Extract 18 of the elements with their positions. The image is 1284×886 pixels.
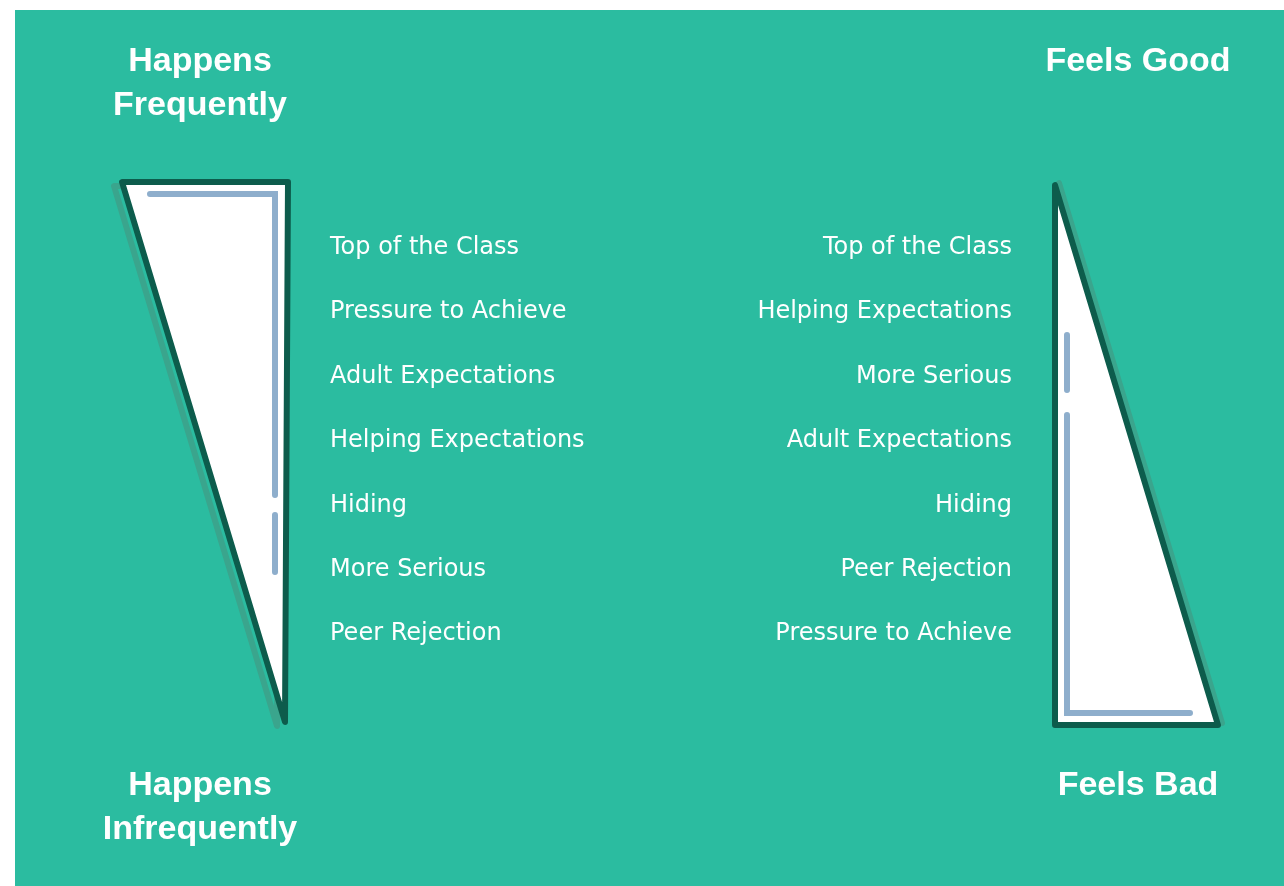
- list-item-text: Peer Rejection: [330, 617, 502, 649]
- list-item-text: Pressure to Achieve: [775, 617, 1012, 649]
- list-item-text: Adult Expectations: [786, 424, 1012, 456]
- list-item-text: Top of the Class: [822, 231, 1012, 262]
- list-item-text: More Serious: [330, 553, 487, 584]
- list-item-text: Helping Expectations: [757, 295, 1012, 327]
- list-item-text: Peer Rejection: [840, 553, 1012, 584]
- scale-heading: Happens Frequently: [112, 39, 288, 124]
- list-item-text: Helping Expectations: [330, 424, 585, 456]
- list-item-text: Pressure to Achieve: [330, 295, 567, 327]
- list-item-text: Hiding: [934, 488, 1012, 520]
- list-item-text: More Serious: [855, 359, 1012, 391]
- scale-heading: Feels Bad: [1056, 763, 1220, 804]
- scale-heading: Happens Infrequently: [101, 763, 299, 848]
- list-item-text: Top of the Class: [330, 231, 520, 262]
- list-item-text: Hiding: [330, 488, 408, 520]
- scale-heading: Feels Good: [1044, 39, 1232, 80]
- list-item-text: Adult Expectations: [330, 359, 556, 391]
